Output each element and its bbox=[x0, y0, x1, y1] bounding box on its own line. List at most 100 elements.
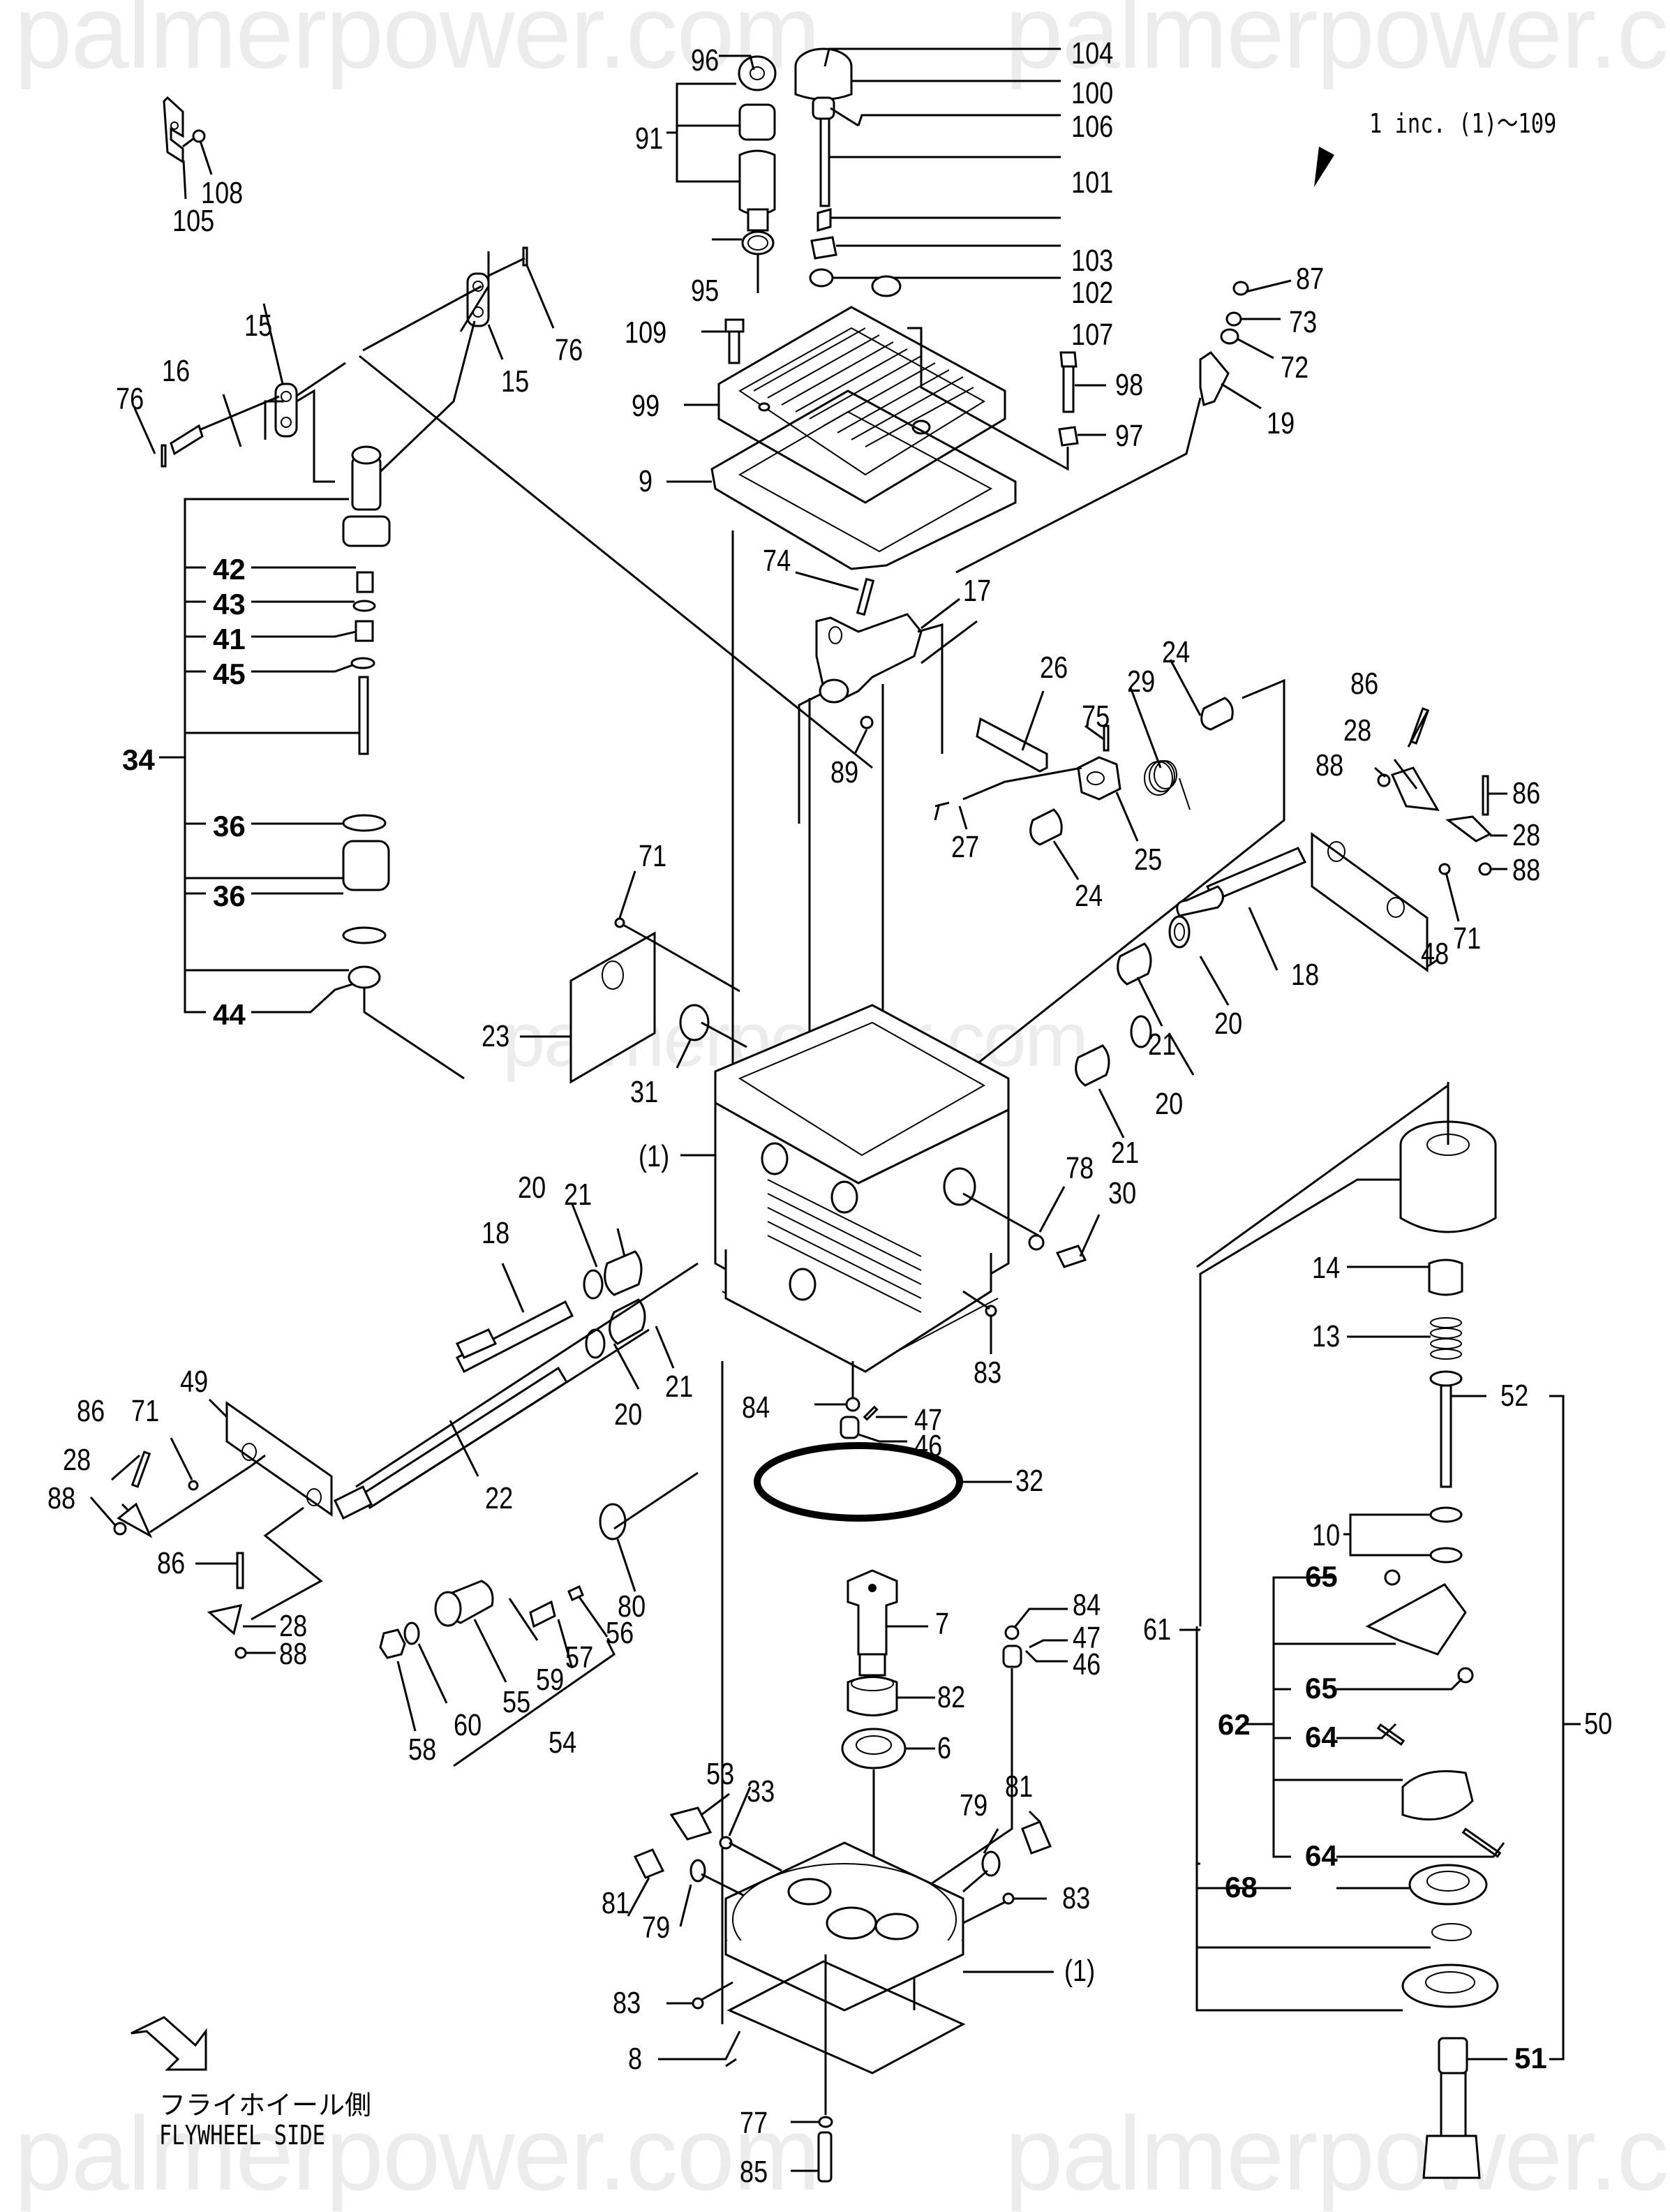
callout-52: 52 bbox=[1500, 1379, 1529, 1413]
assembly-50-61 bbox=[1179, 1082, 1581, 2179]
callout-68: 68 bbox=[1225, 1871, 1258, 1903]
callout-26: 26 bbox=[1040, 651, 1068, 685]
oil-filler-assembly bbox=[666, 54, 777, 293]
callout-14: 14 bbox=[1312, 1251, 1341, 1285]
callout-30: 30 bbox=[1108, 1176, 1137, 1210]
callout-32: 32 bbox=[1015, 1464, 1044, 1498]
callout-95: 95 bbox=[691, 274, 720, 308]
callout-1: (1) bbox=[1064, 1954, 1096, 1988]
callout-75: 75 bbox=[1082, 699, 1110, 734]
callout-46: 46 bbox=[1073, 1647, 1101, 1682]
callout-99: 99 bbox=[632, 389, 660, 423]
callout-21: 21 bbox=[1111, 1136, 1140, 1170]
callout-54: 54 bbox=[549, 1725, 577, 1760]
callout-56: 56 bbox=[606, 1616, 634, 1650]
callout-74: 74 bbox=[763, 544, 791, 578]
callout-73: 73 bbox=[1289, 305, 1318, 339]
callout-107: 107 bbox=[1071, 318, 1114, 352]
center-column-parts bbox=[721, 1361, 1012, 2024]
callout-7: 7 bbox=[935, 1607, 950, 1641]
callout-81: 81 bbox=[602, 1886, 630, 1920]
callout-64: 64 bbox=[1305, 1721, 1338, 1753]
callout-84: 84 bbox=[1073, 1588, 1101, 1622]
left-shafts-assembly bbox=[89, 1203, 699, 1659]
callout-91: 91 bbox=[635, 121, 664, 156]
callout-100: 100 bbox=[1071, 76, 1114, 110]
cover-plate-23 bbox=[520, 870, 747, 1084]
lever-shaft-17-block bbox=[731, 530, 978, 1089]
callout-88: 88 bbox=[47, 1481, 76, 1515]
callout-83: 83 bbox=[613, 1986, 641, 2020]
watermark: palmerpower.com bbox=[14, 2095, 821, 2212]
bottom-housing-1 bbox=[627, 1786, 1054, 2183]
callout-44: 44 bbox=[213, 998, 246, 1031]
callout-6: 6 bbox=[937, 1731, 952, 1765]
callout-86: 86 bbox=[157, 1546, 186, 1580]
callout-55: 55 bbox=[502, 1685, 531, 1719]
callout-20: 20 bbox=[518, 1171, 546, 1205]
callout-87: 87 bbox=[1296, 262, 1325, 296]
callout-36: 36 bbox=[213, 810, 246, 843]
callout-79: 79 bbox=[642, 1910, 671, 1945]
callout-83: 83 bbox=[974, 1356, 1002, 1390]
callout-76: 76 bbox=[555, 333, 583, 367]
assembly-54 bbox=[379, 1471, 699, 1767]
callout-10: 10 bbox=[1312, 1518, 1341, 1552]
flywheel-side-label: FLYWHEEL SIDE bbox=[159, 2120, 325, 2151]
callout-53: 53 bbox=[706, 1757, 735, 1791]
callout-22: 22 bbox=[485, 1481, 514, 1515]
callout-62: 62 bbox=[1218, 1708, 1251, 1741]
callout-43: 43 bbox=[213, 588, 246, 621]
bolt-98-nut-97 bbox=[907, 327, 1106, 471]
flywheel-side-japanese: フライホイール側 bbox=[159, 2090, 372, 2121]
callout-76: 76 bbox=[116, 382, 144, 416]
callout-34: 34 bbox=[122, 743, 155, 776]
callout-17: 17 bbox=[963, 574, 992, 608]
callout-9: 9 bbox=[639, 464, 653, 498]
callout-65: 65 bbox=[1305, 1560, 1338, 1593]
callout-24: 24 bbox=[1162, 635, 1191, 669]
callout-58: 58 bbox=[408, 1732, 437, 1767]
link-plates-15-16-76 bbox=[133, 246, 873, 769]
callout-21: 21 bbox=[665, 1369, 694, 1404]
lever-19-assembly bbox=[955, 279, 1292, 574]
callout-24: 24 bbox=[1075, 879, 1103, 913]
callout-103: 103 bbox=[1071, 244, 1114, 278]
callout-85: 85 bbox=[740, 2155, 768, 2189]
watermark: palmerpower.com bbox=[1005, 0, 1670, 90]
callout-98: 98 bbox=[1115, 368, 1144, 402]
cover-99-part bbox=[684, 275, 1006, 504]
note-marker-icon bbox=[1314, 147, 1334, 187]
callout-49: 49 bbox=[180, 1365, 209, 1399]
callout-77: 77 bbox=[740, 2106, 768, 2140]
callout-46: 46 bbox=[914, 1429, 943, 1463]
callout-86: 86 bbox=[77, 1394, 105, 1428]
callout-20: 20 bbox=[1214, 1007, 1243, 1041]
gasket-9-part bbox=[666, 389, 1017, 570]
callout-102: 102 bbox=[1071, 276, 1114, 310]
callout-18: 18 bbox=[1291, 958, 1320, 992]
callout-28: 28 bbox=[63, 1443, 91, 1477]
callout-23: 23 bbox=[482, 1019, 510, 1053]
callout-72: 72 bbox=[1281, 350, 1309, 385]
callout-79: 79 bbox=[960, 1788, 988, 1823]
watermark: palmerpower.com bbox=[1005, 2095, 1670, 2212]
assembly-note: 1 inc. (1)〜109 bbox=[1369, 108, 1557, 139]
callout-51: 51 bbox=[1514, 2042, 1547, 2074]
callout-71: 71 bbox=[639, 839, 667, 873]
knob-assembly bbox=[794, 47, 1061, 288]
callout-41: 41 bbox=[213, 623, 246, 655]
callout-89: 89 bbox=[830, 755, 859, 789]
callout-28: 28 bbox=[279, 1609, 308, 1643]
callout-15: 15 bbox=[501, 364, 530, 399]
callout-88: 88 bbox=[1315, 748, 1344, 782]
callout-18: 18 bbox=[482, 1216, 510, 1250]
callout-88: 88 bbox=[1512, 853, 1541, 887]
callout-45: 45 bbox=[213, 658, 246, 690]
callout-71: 71 bbox=[1453, 921, 1482, 956]
callout-47: 47 bbox=[1073, 1621, 1101, 1655]
callout-71: 71 bbox=[131, 1394, 160, 1428]
callout-59: 59 bbox=[536, 1663, 565, 1697]
callout-82: 82 bbox=[937, 1680, 966, 1714]
callout-8: 8 bbox=[628, 2042, 643, 2076]
